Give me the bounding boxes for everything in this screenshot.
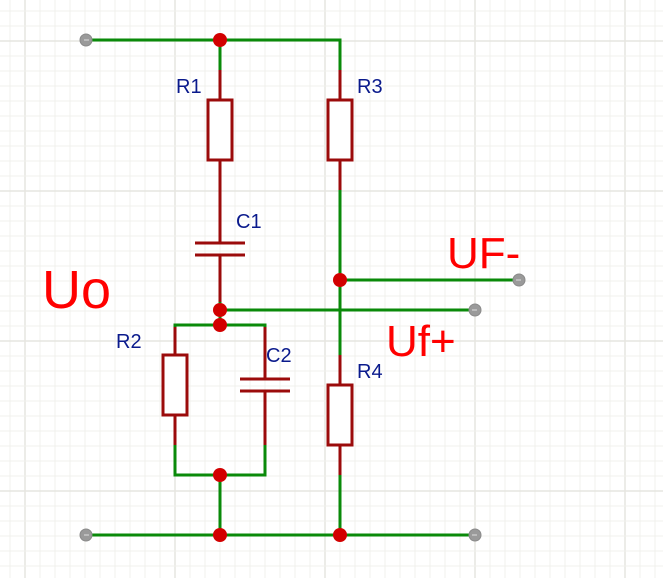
junction-top-r1	[213, 33, 227, 47]
label-uf-plus: Uf+	[386, 317, 456, 366]
label-uf-minus: UF-	[447, 229, 520, 278]
junction-bottom-right	[333, 528, 347, 542]
capacitor-c2[interactable]	[240, 327, 290, 445]
junctions	[213, 33, 347, 542]
resistor-r3[interactable]	[326, 70, 354, 190]
label-r2: R2	[116, 331, 142, 353]
label-uo: Uo	[42, 260, 111, 320]
label-c2: C2	[266, 345, 292, 367]
junction-rc-bottom	[213, 468, 227, 482]
junction-rc-top	[213, 318, 227, 332]
terminal-bottom-right[interactable]	[468, 528, 482, 542]
label-r1: R1	[176, 76, 202, 98]
capacitor-c1[interactable]	[195, 190, 245, 302]
label-r3: R3	[357, 76, 383, 98]
terminal-bottom-left[interactable]	[79, 528, 93, 542]
junction-uf-plus	[213, 303, 227, 317]
terminal-uf-plus[interactable]	[468, 303, 482, 317]
resistor-r4[interactable]	[326, 355, 354, 475]
junction-uf-minus	[333, 273, 347, 287]
wire-top-rail	[84, 38, 342, 72]
terminal-uf-minus[interactable]	[512, 273, 526, 287]
junction-bottom-left	[213, 528, 227, 542]
terminal-top-left[interactable]	[79, 33, 93, 47]
label-r4: R4	[357, 361, 383, 383]
label-c1: C1	[236, 211, 262, 233]
resistor-r1[interactable]	[206, 70, 234, 190]
resistor-r2[interactable]	[161, 327, 189, 445]
